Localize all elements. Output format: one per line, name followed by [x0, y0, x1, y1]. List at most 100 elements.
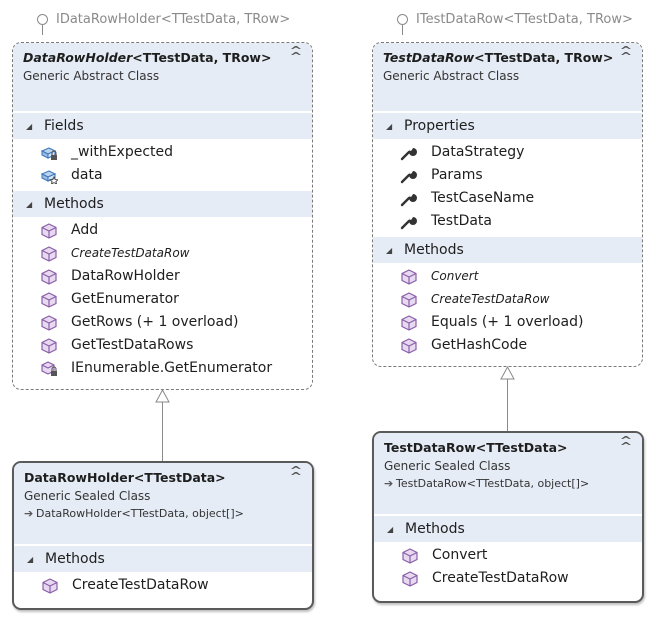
member-label: GetRows (+ 1 overload) — [71, 314, 239, 330]
member-label: DataRowHolder — [71, 268, 180, 284]
interface-icon — [397, 14, 408, 25]
method-icon — [400, 315, 418, 331]
protected-field-icon — [40, 168, 60, 185]
member-row[interactable]: CreateTestDataRow — [13, 242, 312, 265]
section-header-fields[interactable]: ◢Fields — [13, 113, 312, 139]
member-row[interactable]: Convert — [374, 544, 642, 567]
member-label: CreateTestDataRow — [72, 577, 209, 593]
method-icon — [40, 315, 58, 331]
collapse-chevron-icon[interactable]: ^^ — [619, 434, 633, 453]
section-header-properties[interactable]: ◢Properties — [373, 113, 642, 139]
method-icon — [41, 578, 59, 594]
member-label: GetHashCode — [431, 337, 528, 353]
base-class-text: DataRowHolder<TTestData, object[]> — [36, 507, 244, 520]
method-icon — [400, 269, 418, 285]
member-label: CreateTestDataRow — [432, 570, 569, 586]
property-wrench-icon — [400, 168, 418, 184]
class-shape-testdatarow-abstract[interactable]: TestDataRow<TTestData, TRow> Generic Abs… — [372, 42, 643, 367]
interface-lollipop-idatarowholder: IDataRowHolder<TTestData, TRow> — [37, 12, 337, 35]
class-shape-datarowholder-sealed[interactable]: DataRowHolder<TTestData> Generic Sealed … — [12, 461, 314, 610]
class-header[interactable]: DataRowHolder<TTestData, TRow> Generic A… — [13, 43, 312, 111]
collapse-chevron-icon[interactable]: ^^ — [289, 44, 303, 63]
member-label: data — [71, 167, 103, 183]
member-label: GetTestDataRows — [71, 337, 194, 353]
member-label: Convert — [431, 269, 479, 283]
section-header-methods[interactable]: ◢ Methods — [374, 516, 642, 542]
member-row[interactable]: GetTestDataRows — [13, 334, 312, 357]
class-header[interactable]: DataRowHolder<TTestData> Generic Sealed … — [14, 463, 312, 544]
member-row[interactable]: data — [13, 164, 312, 187]
method-icon — [40, 292, 58, 308]
member-row[interactable]: IEnumerable.GetEnumerator — [13, 357, 312, 380]
member-row[interactable]: CreateTestDataRow — [14, 574, 312, 597]
collapse-chevron-icon[interactable]: ^^ — [289, 464, 303, 483]
class-generic-params: <TTestData, TRow> — [474, 50, 614, 65]
property-wrench-icon — [400, 191, 418, 207]
expand-triangle-icon[interactable]: ◢ — [26, 122, 33, 131]
member-label: Params — [431, 167, 483, 183]
class-name: TestDataRow<TTestData, TRow> — [383, 50, 632, 65]
base-class-line: ➔TestDataRow<TTestData, object[]> — [384, 477, 632, 490]
member-row[interactable]: GetHashCode — [373, 334, 642, 357]
member-row[interactable]: Equals (+ 1 overload) — [373, 311, 642, 334]
member-row[interactable]: CreateTestDataRow — [373, 288, 642, 311]
section-label: Methods — [44, 196, 104, 212]
member-label: CreateTestDataRow — [71, 246, 190, 260]
section-label: Methods — [45, 551, 105, 567]
member-row[interactable]: Params — [373, 164, 642, 187]
section-label: Methods — [405, 521, 465, 537]
inherit-arrow-icon: ➔ — [384, 477, 394, 490]
member-row[interactable]: _withExpected — [13, 141, 312, 164]
class-shape-datarowholder-abstract[interactable]: DataRowHolder<TTestData, TRow> Generic A… — [12, 42, 313, 390]
inheritance-line-left — [162, 402, 163, 462]
method-icon — [400, 292, 418, 308]
member-row[interactable]: GetEnumerator — [13, 288, 312, 311]
method-icon — [40, 223, 58, 239]
expand-triangle-icon[interactable]: ◢ — [387, 525, 394, 534]
member-label: _withExpected — [71, 144, 174, 160]
interface-label: IDataRowHolder<TTestData, TRow> — [56, 12, 291, 27]
inheritance-line-right — [507, 379, 508, 431]
member-row[interactable]: CreateTestDataRow — [374, 567, 642, 590]
section-header-methods[interactable]: ◢Methods — [373, 237, 642, 263]
member-label: Add — [71, 222, 99, 238]
expand-triangle-icon[interactable]: ◢ — [386, 246, 393, 255]
member-row[interactable]: Add — [13, 219, 312, 242]
collapse-chevron-icon[interactable]: ^^ — [619, 44, 633, 63]
class-header[interactable]: TestDataRow<TTestData, TRow> Generic Abs… — [373, 43, 642, 111]
class-shape-testdatarow-sealed[interactable]: TestDataRow<TTestData> Generic Sealed Cl… — [372, 431, 644, 603]
interface-label: ITestDataRow<TTestData, TRow> — [416, 12, 633, 27]
class-header[interactable]: TestDataRow<TTestData> Generic Sealed Cl… — [374, 433, 642, 514]
class-generic-params: <TTestData> — [133, 470, 226, 485]
member-label: IEnumerable.GetEnumerator — [71, 360, 273, 376]
member-row[interactable]: GetRows (+ 1 overload) — [13, 311, 312, 334]
inheritance-arrow-icon — [155, 389, 170, 403]
member-row[interactable]: TestCaseName — [373, 187, 642, 210]
class-name-text: DataRowHolder — [23, 50, 133, 65]
section-header-methods[interactable]: ◢ Methods — [13, 191, 312, 217]
class-kind: Generic Sealed Class — [384, 459, 511, 473]
member-row[interactable]: TestData — [373, 210, 642, 233]
expand-triangle-icon[interactable]: ◢ — [26, 200, 33, 209]
interface-connector — [402, 25, 403, 35]
expand-triangle-icon[interactable]: ◢ — [27, 555, 34, 564]
member-row[interactable]: Convert — [373, 265, 642, 288]
property-wrench-icon — [400, 145, 418, 161]
inheritance-arrow-icon — [500, 366, 515, 380]
member-label: TestData — [431, 213, 492, 229]
method-icon — [401, 571, 419, 587]
methods-section: ◢ Methods CreateTestDataRow — [14, 546, 312, 601]
expand-triangle-icon[interactable]: ◢ — [386, 122, 393, 131]
method-icon — [400, 338, 418, 354]
class-generic-params: <TTestData> — [475, 440, 568, 455]
class-name: TestDataRow<TTestData> — [384, 440, 632, 455]
section-header-methods[interactable]: ◢ Methods — [14, 546, 312, 572]
member-row[interactable]: DataRowHolder — [13, 265, 312, 288]
member-row[interactable]: DataStrategy — [373, 141, 642, 164]
class-name: DataRowHolder<TTestData, TRow> — [23, 50, 302, 65]
private-field-icon — [40, 145, 58, 161]
